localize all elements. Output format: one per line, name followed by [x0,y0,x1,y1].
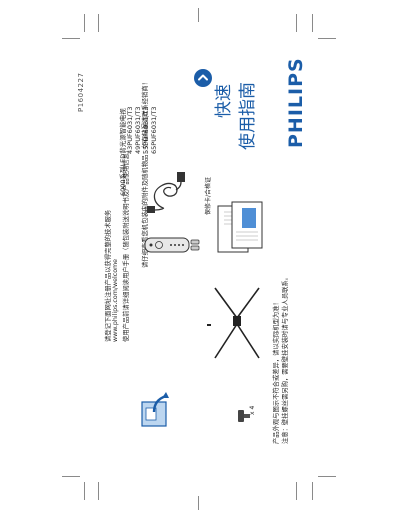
crop-mark-right-bottom [318,476,336,477]
doc-code: P1604227 [77,72,85,112]
philips-logo: PHILIPS [285,57,307,148]
register-url: www.philips.com/welcome [112,258,119,342]
crop-mark-top-mid [198,8,199,22]
stand-icon [207,282,265,366]
title-line2: 使用指南 [238,82,258,150]
crop-mark-right-top [318,38,336,39]
crop-mark-bottom-right [296,482,297,500]
crop-mark-bottom-right-2 [312,482,313,500]
crop-mark-bottom-left [84,482,85,500]
remote-control-icon [143,226,203,272]
crop-mark-bottom-mid [198,496,199,510]
crop-mark-bottom-left-2 [98,482,99,500]
crop-mark-left-bottom [62,476,80,477]
register-line1: 请登记下面网址注册产品以获得完整的技术服务 [105,209,112,342]
crop-mark-top-left-2 [98,14,99,32]
card-caption: 保修卡/合格证 [205,176,212,215]
crop-mark-top-right [296,14,297,32]
chevron-circle-icon [193,68,213,88]
wall-note-line1: 产品外观与图示不符合或差异，请以实际机型为准！ [273,299,280,444]
model-4: 65PUF6031/T3 [150,106,158,154]
power-cord-icon [143,170,193,216]
register-arrow-icon [140,392,170,430]
crop-mark-left-top [62,38,80,39]
title-line1: 快速 [214,84,234,118]
manuals-icon [214,198,266,258]
screw-icon [237,408,251,424]
crop-mark-top-right-2 [312,14,313,32]
wall-note-line2: 注意：壁挂螺丝需另购，需要壁挂安装时请与专业人员联系。 [282,273,289,444]
crop-mark-top-left [84,14,85,32]
register-line2: 使用产品前请详细阅读用户手册（随包装附送说明书及产品使用信息） [123,146,130,342]
